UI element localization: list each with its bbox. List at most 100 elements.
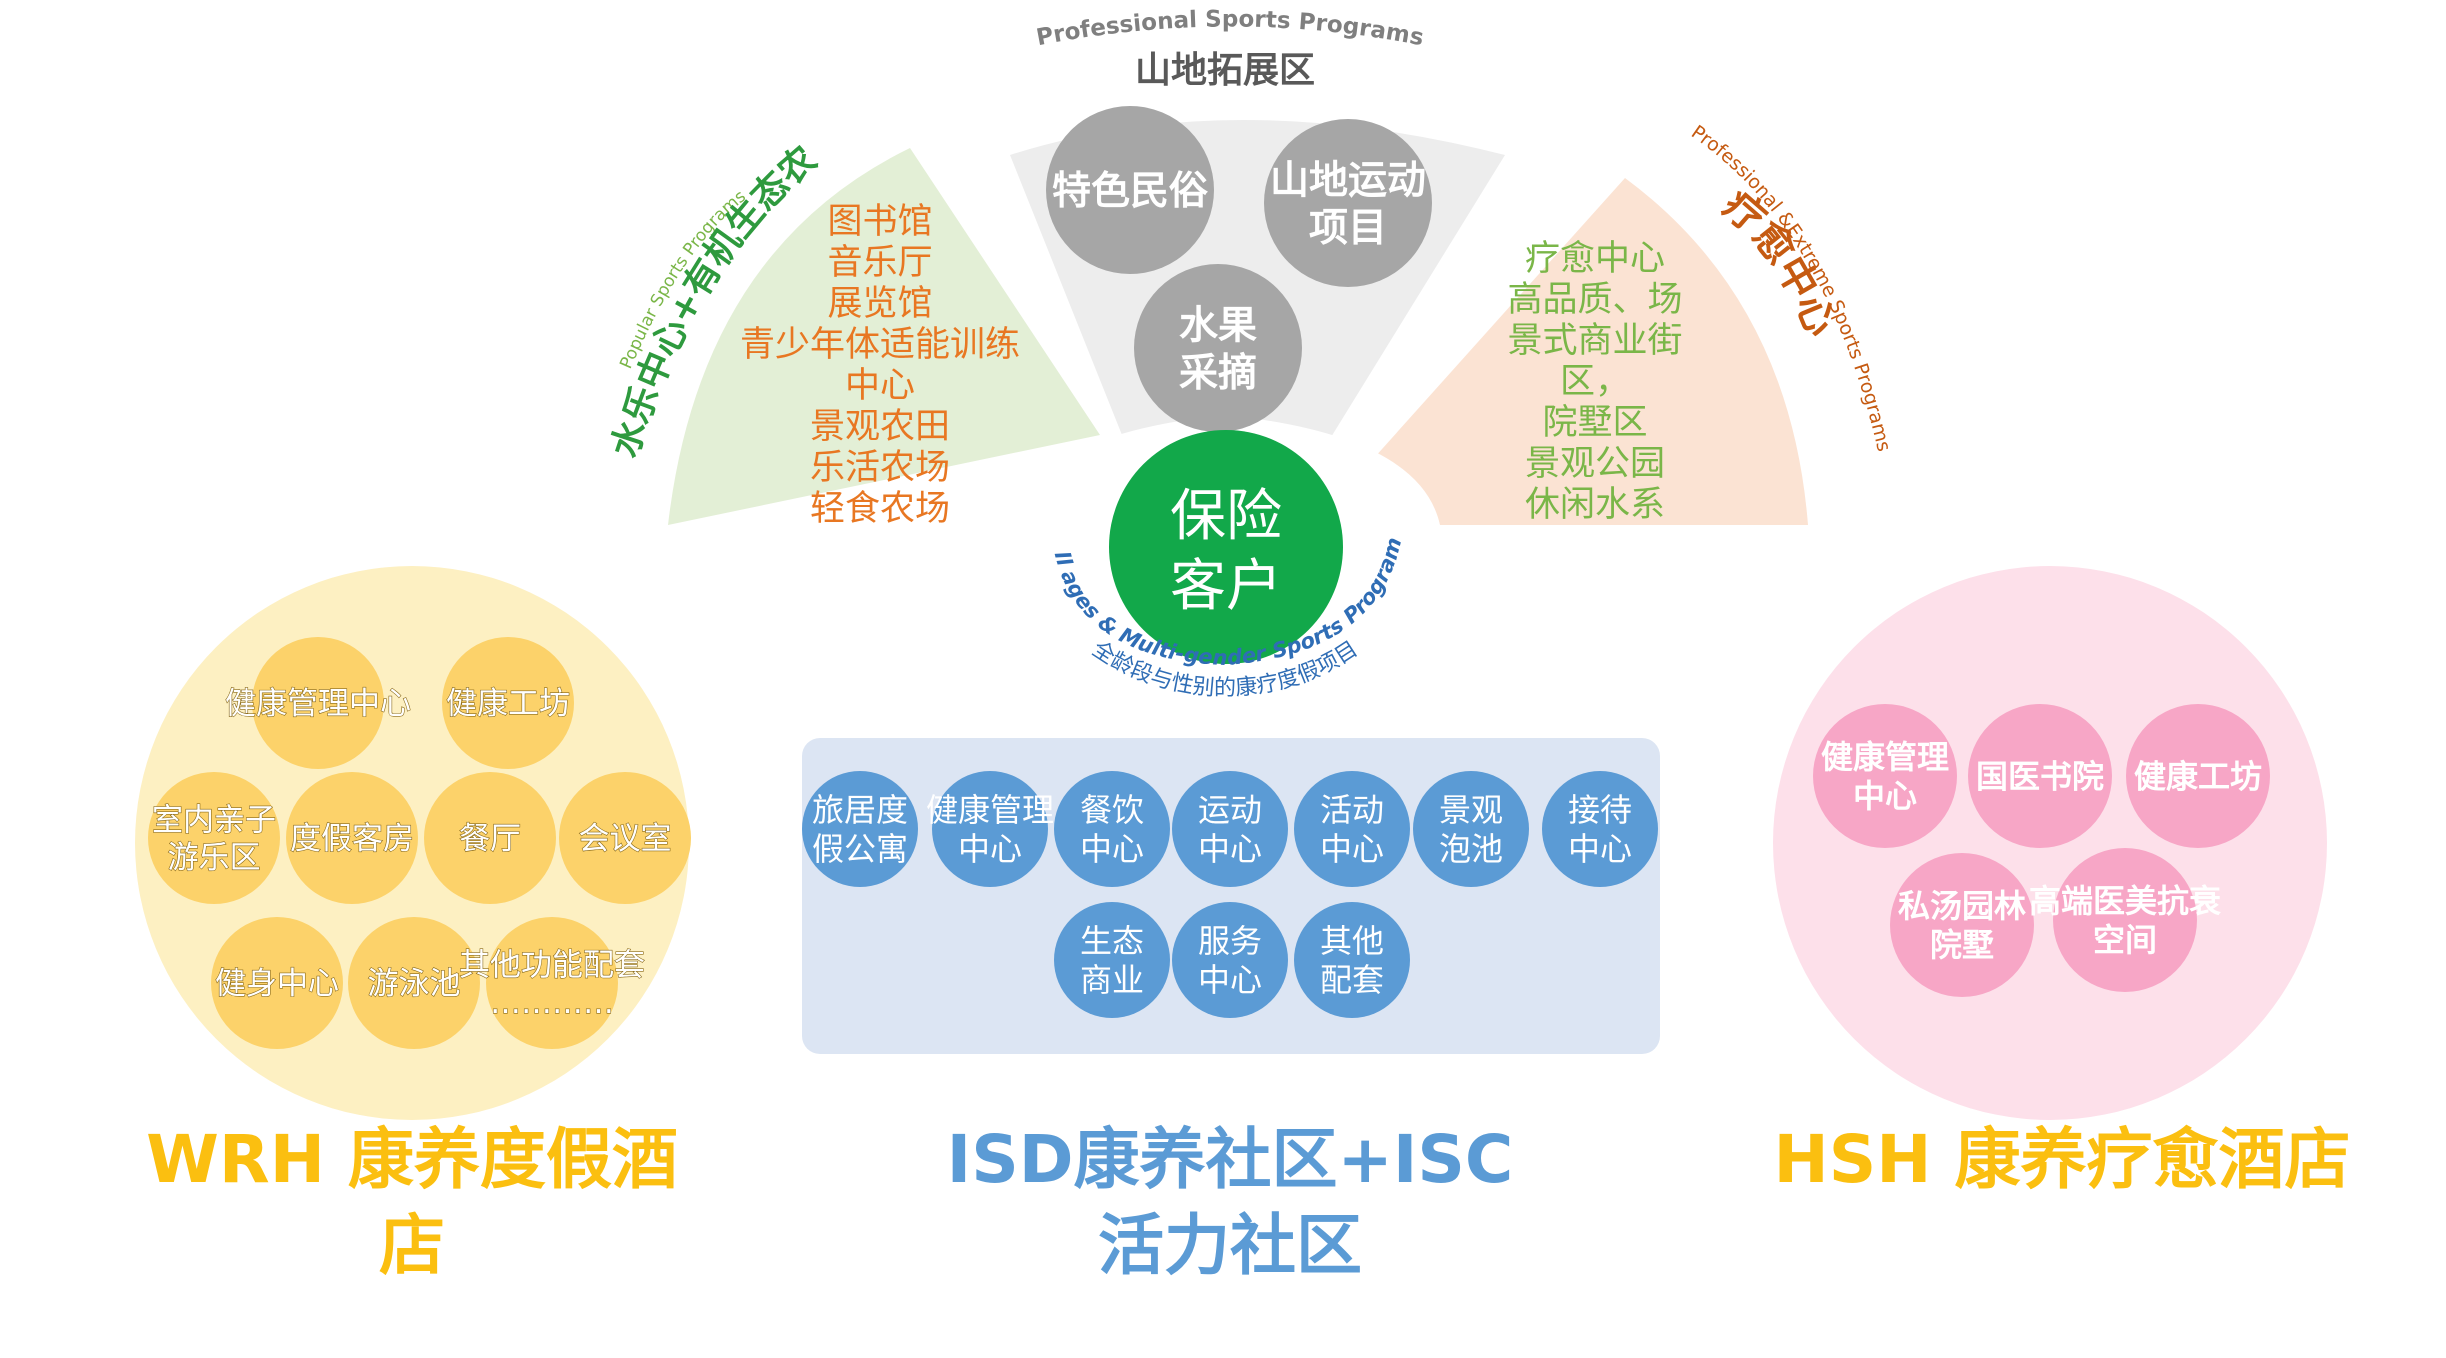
top-bubble-group: 特色民俗山地运动项目水果采摘 [1046, 106, 1432, 432]
isd-bubble-label: 配套 [1320, 961, 1384, 999]
isd-bubble-label: 中心 [1198, 961, 1262, 999]
isd-bubble-label: 生态 [1080, 922, 1144, 960]
wrh-bubble-label: 度假客房 [290, 821, 414, 857]
isd-bubble-label: 假公寓 [812, 830, 908, 868]
customer-label-line-2: 客户 [1170, 554, 1282, 619]
isd-title-line-2: 活力社区 [1098, 1207, 1362, 1284]
isd-bubble-label: 中心 [1080, 830, 1144, 868]
isd-bubble-label: 运动 [1198, 791, 1262, 829]
hsh-bubble-group: 健康管理中心国医书院健康工坊私汤园林院墅高端医美抗衰空间 [1813, 704, 2270, 997]
right-sector-item: 景观公园 [1525, 444, 1665, 484]
isd-bubble-circle [802, 771, 918, 887]
right-sector-item: 院墅区 [1542, 403, 1647, 443]
isd-bubble-circle [932, 771, 1048, 887]
hsh-bubble-label: 院墅 [1930, 926, 1994, 964]
hsh-bubble-label: 国医书院 [1976, 758, 2104, 796]
isd-bubble-label: 景观 [1439, 791, 1503, 829]
wrh-bubble-label: 健康工坊 [446, 686, 570, 722]
isd-bubble-circle [1054, 771, 1170, 887]
hsh-bubble-circle [2126, 704, 2270, 848]
top-caption-en: Professional Sports Programs [1034, 6, 1425, 51]
wrh-bubble-circle [424, 772, 556, 904]
wrh-bubble-label: 会议室 [579, 821, 672, 857]
wrh-bubble-circle [442, 637, 574, 769]
left-sector-item: 中心 [845, 366, 915, 406]
left-sector-bg [668, 148, 1100, 525]
wrh-bubble-circle [252, 637, 384, 769]
isd-bubble-circle [1294, 902, 1410, 1018]
top-bubble-circle [1264, 119, 1432, 287]
top-caption-cn: 山地拓展区 [1135, 50, 1315, 91]
wrh-bubble-label: 健康管理中心 [225, 686, 411, 722]
right-sector-item: 高品质、场 [1507, 280, 1682, 320]
wrh-bubble-1: 健康管理中心 [224, 637, 412, 769]
top-bubble-label: 特色民俗 [1052, 169, 1209, 214]
wrh-bubble-label: 餐厅 [459, 821, 521, 857]
right-sector-item: 区， [1560, 362, 1630, 402]
right-sector-item: 疗愈中心 [1525, 239, 1665, 279]
wrh-bubble-2: 健康工坊 [442, 637, 574, 769]
left-sector-item: 音乐厅 [827, 243, 932, 283]
wrh-bubble-circle [348, 917, 480, 1049]
right-sector-item: 休闲水系 [1525, 485, 1665, 525]
isd-bubble-label: 活动 [1320, 791, 1384, 829]
wrh-bubble-circle [486, 917, 618, 1049]
wrh-bubble-label: 其他功能配套 [459, 947, 645, 983]
isd-bubble-group: 旅居度假公寓健康管理中心餐饮中心运动中心活动中心景观泡池接待中心生态商业服务中心… [802, 771, 1658, 1018]
top-bubble-1: 特色民俗 [1046, 106, 1214, 274]
wrh-bubble-8: 游泳池 [348, 917, 480, 1049]
customer-circle [1109, 430, 1343, 664]
isd-bubble-2: 健康管理中心 [926, 771, 1054, 887]
top-bubble-label: 水果 [1179, 303, 1257, 348]
left-sector-item: 展览馆 [827, 284, 932, 324]
isd-bubble-label: 旅居度 [812, 791, 908, 829]
wrh-bubble-4: 度假客房 [286, 772, 418, 904]
isd-bubble-label: 泡池 [1439, 830, 1503, 868]
isd-bubble-label: 中心 [958, 830, 1022, 868]
hsh-bubble-circle [1890, 853, 2034, 997]
left-sector-item: 景观农田 [810, 407, 950, 447]
hsh-bubble-label: 高端医美抗衰 [2029, 882, 2221, 920]
isd-bubble-circle [1172, 771, 1288, 887]
hsh-bubble-label: 空间 [2093, 921, 2157, 959]
isd-bubble-circle [1542, 771, 1658, 887]
top-bubble-label: 山地运动 [1270, 158, 1426, 203]
top-bubble-circle [1046, 106, 1214, 274]
isd-title-line-1: ISD康养社区+ISC [947, 1121, 1514, 1198]
hsh-bubble-2: 国医书院 [1968, 704, 2112, 848]
hsh-bubble-1: 健康管理中心 [1813, 704, 1957, 848]
wrh-bubble-label: 游泳池 [368, 966, 461, 1002]
wrh-bubble-7: 健身中心 [211, 917, 343, 1049]
wrh-title-line-1: WRH 康养度假酒 [146, 1121, 678, 1198]
isd-bubble-label: 中心 [1198, 830, 1262, 868]
wrh-bubble-9: 其他功能配套………… [458, 917, 646, 1049]
wrh-bubble-label: 室内亲子 [152, 802, 276, 838]
isd-bubble-label: 接待 [1568, 791, 1632, 829]
wrh-bubble-circle [286, 772, 418, 904]
customer-label-line-1: 保险 [1170, 484, 1282, 549]
hsh-bubble-label: 私汤园林 [1898, 887, 2026, 925]
wrh-bubble-group: 健康管理中心健康工坊室内亲子游乐区度假客房 餐厅 会议室健身中心游泳池其他功能配套…… [148, 637, 691, 1049]
isd-bubble-circle [1413, 771, 1529, 887]
isd-bubble-label: 中心 [1320, 830, 1384, 868]
wrh-bubble-5: 餐厅 [424, 772, 556, 904]
hsh-title-line-1: HSH 康养疗愈酒店 [1774, 1121, 2351, 1198]
isd-bubble-circle [1294, 771, 1410, 887]
hsh-bubble-circle [2053, 848, 2197, 992]
hsh-bubble-label: 健康工坊 [2134, 758, 2262, 796]
